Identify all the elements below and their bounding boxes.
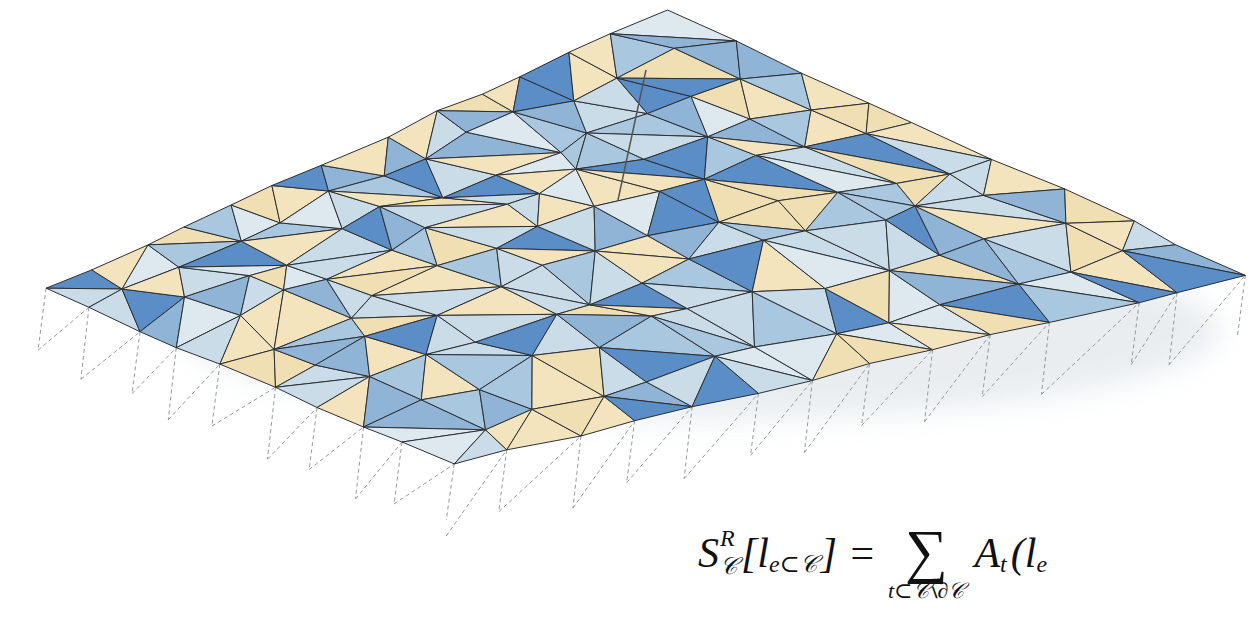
scaffold-line bbox=[309, 408, 317, 470]
scaffold-line bbox=[1169, 293, 1177, 365]
subscript: e⊂𝒞 bbox=[769, 552, 817, 576]
subscript: 𝒞 bbox=[720, 554, 737, 578]
stray-edge bbox=[618, 70, 646, 200]
mesh-triangle bbox=[644, 137, 708, 179]
formula-symbol: ] = bbox=[821, 532, 876, 574]
mesh-triangle bbox=[370, 355, 426, 400]
formula-symbol: A bbox=[974, 532, 1000, 574]
mesh-triangle bbox=[185, 276, 250, 316]
scaffold-line bbox=[355, 442, 402, 499]
mesh-triangle bbox=[250, 265, 287, 290]
scaffold-line bbox=[81, 307, 89, 379]
mesh-triangle bbox=[1123, 251, 1246, 293]
mesh-triangle bbox=[569, 34, 617, 78]
mesh-triangle bbox=[479, 356, 532, 410]
sum-limit: t⊂𝒞∖∂𝒞 bbox=[888, 580, 964, 602]
mesh-triangle bbox=[421, 390, 485, 430]
mesh-triangle bbox=[674, 41, 740, 79]
mesh-triangle bbox=[1065, 189, 1135, 223]
mesh-triangle bbox=[122, 267, 185, 297]
dashed-scaffold bbox=[38, 275, 1245, 536]
scaffold-line bbox=[804, 381, 812, 453]
formula-term: (le bbox=[1011, 532, 1047, 576]
scaffold-line bbox=[132, 348, 176, 394]
mesh-triangle bbox=[940, 305, 1050, 335]
scaffold-line bbox=[446, 464, 454, 520]
formula-symbol: S bbox=[698, 532, 719, 574]
scaffold-line bbox=[38, 288, 46, 350]
triangle-mesh bbox=[46, 10, 1245, 464]
scaffold-line bbox=[1131, 293, 1177, 365]
formula-term: SR𝒞 bbox=[698, 532, 737, 578]
scaffold-line bbox=[267, 387, 275, 459]
mesh-triangle bbox=[687, 292, 754, 347]
mesh-triangle bbox=[752, 289, 837, 334]
formula-term: ∑t⊂𝒞∖∂𝒞 bbox=[888, 532, 964, 602]
mesh-triangle bbox=[508, 194, 540, 227]
mesh-triangle bbox=[984, 189, 1066, 223]
mesh-triangle bbox=[740, 73, 811, 110]
scaffold-line bbox=[168, 348, 176, 420]
mesh-triangle bbox=[321, 137, 388, 176]
mesh-triangle bbox=[532, 348, 604, 397]
mesh-triangle bbox=[272, 165, 329, 191]
mesh-triangle bbox=[437, 248, 501, 286]
mesh-triangle bbox=[689, 240, 764, 292]
subscript: e bbox=[1036, 552, 1047, 576]
scaffold-line bbox=[982, 335, 990, 397]
scaffold-line bbox=[212, 364, 220, 426]
mesh-triangle bbox=[317, 377, 370, 428]
scaffold-line bbox=[168, 364, 220, 420]
formula-term: ] = bbox=[821, 532, 876, 574]
mesh-triangle bbox=[220, 349, 276, 387]
mesh-triangle bbox=[889, 323, 990, 350]
scaffold-line bbox=[38, 307, 89, 350]
formula-symbol: (l bbox=[1011, 532, 1037, 574]
mesh-triangle bbox=[365, 315, 437, 354]
script-stack: R𝒞 bbox=[720, 532, 737, 578]
scaffold-line bbox=[1131, 303, 1139, 365]
mesh-triangle bbox=[538, 206, 596, 251]
scaffold-line bbox=[355, 427, 363, 499]
subscript: t bbox=[1000, 552, 1007, 576]
scaffold-line bbox=[573, 436, 581, 508]
scaffold-line bbox=[81, 332, 140, 380]
scaffold-line bbox=[212, 387, 276, 426]
regge-action-formula: SR𝒞[le⊂𝒞] = ∑t⊂𝒞∖∂𝒞At(le bbox=[698, 532, 1051, 602]
scaffold-line bbox=[1041, 322, 1049, 394]
scaffold-line bbox=[925, 350, 933, 422]
scaffold-line bbox=[309, 427, 363, 469]
mesh-triangle bbox=[542, 251, 595, 305]
mesh-triangle bbox=[750, 110, 811, 147]
scaffold-line bbox=[1237, 275, 1245, 337]
formula-term: [le⊂𝒞 bbox=[741, 532, 817, 576]
mesh-triangle bbox=[805, 220, 889, 271]
mesh-triangle bbox=[520, 52, 574, 101]
formula-symbol: [l bbox=[741, 532, 769, 574]
mesh-triangle bbox=[811, 103, 869, 133]
scaffold-line bbox=[132, 332, 140, 394]
scaffold-line bbox=[267, 408, 317, 460]
scaffold-line bbox=[394, 442, 402, 504]
superscript: R bbox=[720, 526, 737, 550]
mesh-triangle bbox=[825, 271, 889, 323]
mesh-triangle bbox=[691, 79, 750, 119]
scaffold-line bbox=[684, 407, 692, 479]
sum-symbol: ∑ bbox=[905, 524, 948, 578]
formula-term: At bbox=[974, 532, 1006, 576]
scaffold-line bbox=[499, 450, 507, 512]
mesh-triangle bbox=[736, 41, 801, 79]
mesh-triangle bbox=[984, 223, 1071, 272]
scaffold-line bbox=[862, 364, 870, 426]
scaffold-line bbox=[627, 421, 635, 483]
scaffold-line bbox=[394, 464, 454, 504]
scaffold-line bbox=[751, 393, 759, 455]
mesh-triangle bbox=[315, 336, 369, 376]
